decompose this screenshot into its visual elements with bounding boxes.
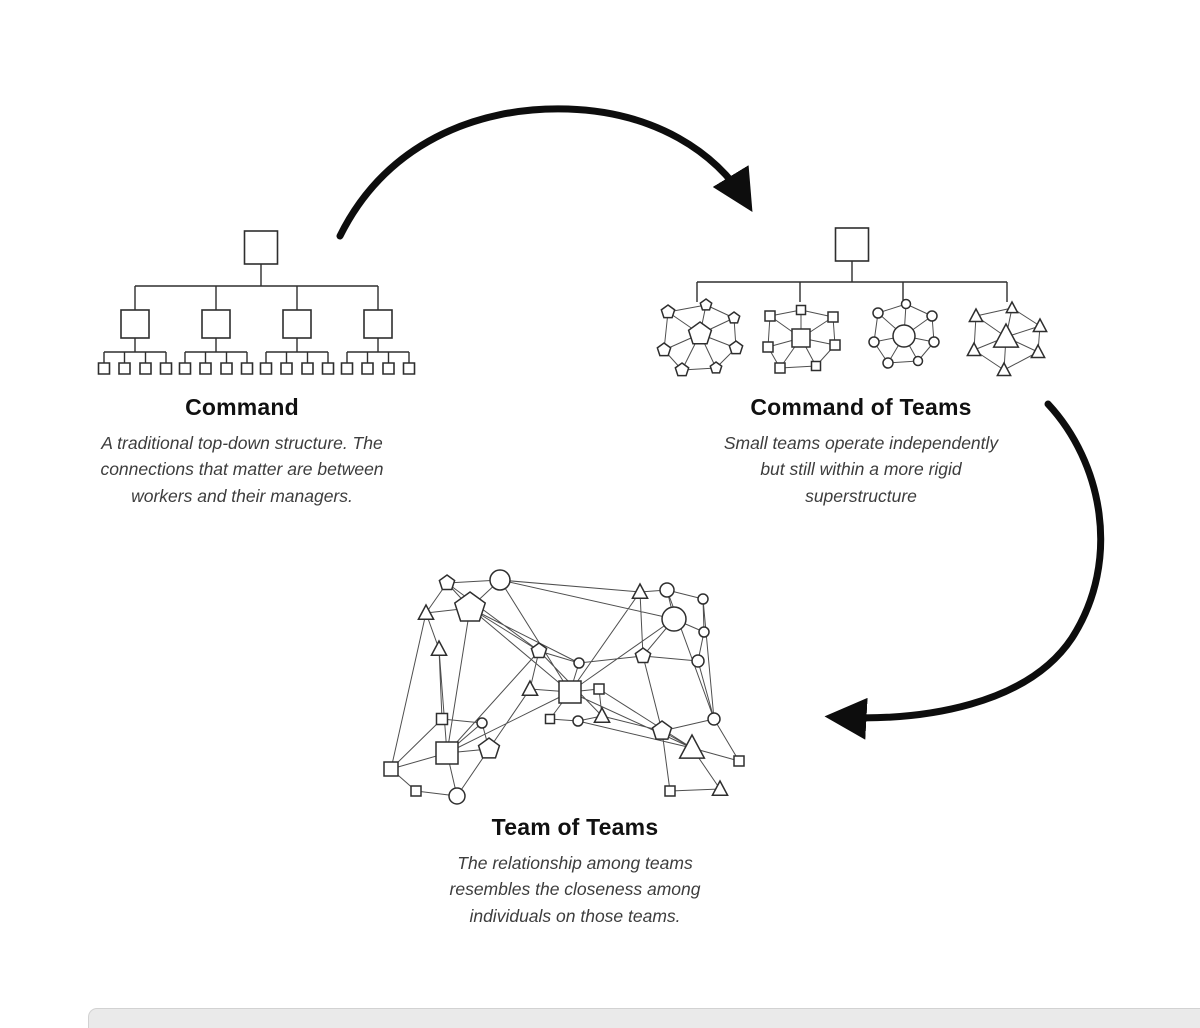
circle-team-cluster xyxy=(869,300,939,369)
square-team-cluster xyxy=(763,306,840,374)
command-of-teams-title: Command of Teams xyxy=(750,394,972,420)
background-window-edge xyxy=(88,1008,1200,1028)
command-title: Command xyxy=(185,394,299,420)
curved-arrow-right-down-icon xyxy=(824,400,1105,740)
team-of-teams-title: Team of Teams xyxy=(491,814,659,840)
command-of-teams-description-line: Small teams operate independently xyxy=(723,433,999,453)
command-of-teams-description-line: superstructure xyxy=(805,485,917,506)
pentagon-team-cluster xyxy=(657,299,742,376)
command-hierarchy-diagram xyxy=(97,230,416,375)
command-of-teams-diagram xyxy=(657,227,1046,376)
team-of-teams-description-line: resembles the closeness among xyxy=(449,879,701,900)
command-description: A traditional top-down structure. The co… xyxy=(42,430,442,509)
command-description-line: A traditional top-down structure. The xyxy=(101,433,383,453)
command-description-line: workers and their managers. xyxy=(131,485,353,506)
team-of-teams-description-line: individuals on those teams. xyxy=(469,905,681,926)
curved-arrow-top-icon xyxy=(336,105,753,240)
team-of-teams-description-line: The relationship among teams xyxy=(457,853,693,873)
team-of-teams-description: The relationship among teams resembles t… xyxy=(375,850,775,929)
team-of-teams-network xyxy=(384,570,744,804)
command-description-line: connections that matter are between xyxy=(100,459,384,480)
command-of-teams-description: Small teams operate independently but st… xyxy=(661,430,1061,509)
command-of-teams-description-line: but still within a more rigid xyxy=(760,459,962,480)
triangle-team-cluster xyxy=(967,302,1046,375)
